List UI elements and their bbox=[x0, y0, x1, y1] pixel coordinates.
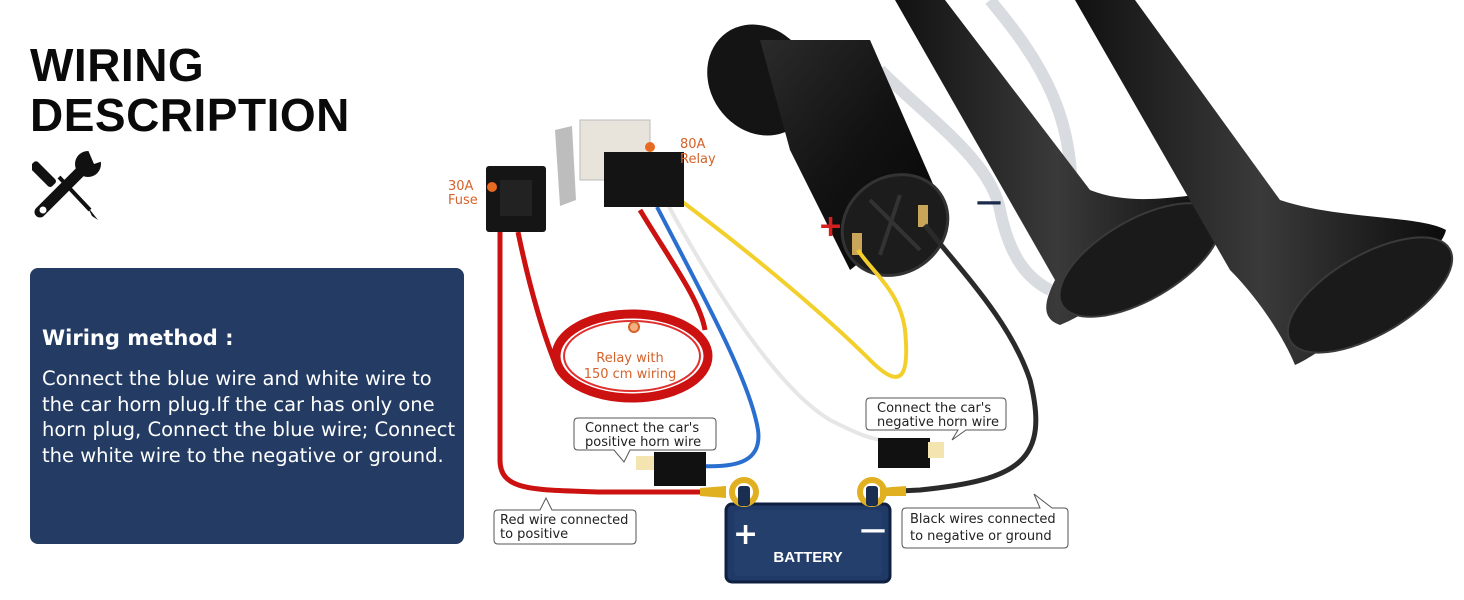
panel-heading: Wiring method : bbox=[42, 326, 234, 350]
horn-trumpet-long bbox=[1075, 0, 1454, 365]
battery-terminal-positive bbox=[700, 477, 759, 507]
fuse-holder bbox=[486, 166, 546, 232]
callout-positive-horn: Connect the car's positive horn wire bbox=[573, 417, 717, 463]
battery: + — BATTERY bbox=[724, 502, 892, 584]
coil-marker-dot bbox=[628, 321, 640, 333]
horn-trumpet-short bbox=[895, 0, 1222, 325]
relay-marker-dot bbox=[645, 142, 655, 152]
negative-horn-plug bbox=[878, 438, 944, 468]
battery-terminal-negative bbox=[857, 477, 906, 507]
page-title: WIRING DESCRIPTION bbox=[30, 40, 350, 140]
compressor-minus-sign: — bbox=[976, 187, 1002, 217]
callout-negative-horn: Connect the car's negative horn wire bbox=[865, 397, 1007, 441]
callout-black-line2: to negative or ground bbox=[910, 529, 1052, 544]
fuse-marker-dot bbox=[487, 182, 497, 192]
callout-positive-line2: positive horn wire bbox=[585, 435, 701, 450]
tools-icon bbox=[32, 150, 106, 220]
compressor-plus-sign: + bbox=[818, 209, 843, 244]
title-line-1: WIRING bbox=[30, 39, 205, 91]
wire-yellow bbox=[678, 198, 909, 379]
fuse-label-line2: Fuse bbox=[448, 193, 478, 208]
callout-red-wire: Red wire connected to positive bbox=[493, 496, 637, 545]
coil-label-line1: Relay with bbox=[596, 351, 663, 366]
relay bbox=[555, 119, 684, 207]
wire-red-fuse-to-battery bbox=[497, 232, 700, 495]
wire-blue bbox=[655, 206, 761, 469]
terminal-negative bbox=[918, 205, 928, 227]
wire-red-relay-to-coil bbox=[637, 208, 708, 331]
fuse-label-line1: 30A bbox=[448, 179, 474, 194]
terminal-positive bbox=[852, 233, 862, 255]
wiring-method-panel: Wiring method : Connect the blue wire an… bbox=[30, 268, 464, 544]
red-wire-coil bbox=[551, 309, 713, 403]
wire-white bbox=[666, 204, 886, 442]
battery-label: BATTERY bbox=[773, 549, 842, 566]
air-tube bbox=[875, 65, 1053, 296]
callout-red-line1: Red wire connected bbox=[500, 513, 628, 528]
compressor: + — bbox=[707, 24, 1002, 277]
battery-minus-sign: — bbox=[860, 515, 886, 545]
battery-plus-sign: + bbox=[733, 517, 758, 552]
relay-label-line2: Relay bbox=[680, 152, 716, 167]
wire-red-fuse-to-coil bbox=[515, 231, 561, 371]
callout-black-line1: Black wires connected bbox=[910, 512, 1056, 527]
positive-horn-plug bbox=[636, 452, 706, 486]
callout-negative-line1: Connect the car's bbox=[877, 401, 991, 416]
wrench-icon bbox=[34, 150, 106, 218]
callout-negative-line2: negative horn wire bbox=[877, 415, 999, 430]
relay-label-line1: 80A bbox=[680, 137, 706, 152]
callout-black-wire: Black wires connected to negative or gro… bbox=[901, 493, 1069, 549]
panel-body-text: Connect the blue wire and white wire to … bbox=[42, 367, 456, 467]
callout-positive-line1: Connect the car's bbox=[585, 421, 699, 436]
coil-label-line2: 150 cm wiring bbox=[584, 367, 677, 382]
callout-red-line2: to positive bbox=[500, 527, 568, 542]
wire-black bbox=[879, 223, 1039, 495]
title-line-2: DESCRIPTION bbox=[30, 89, 350, 141]
